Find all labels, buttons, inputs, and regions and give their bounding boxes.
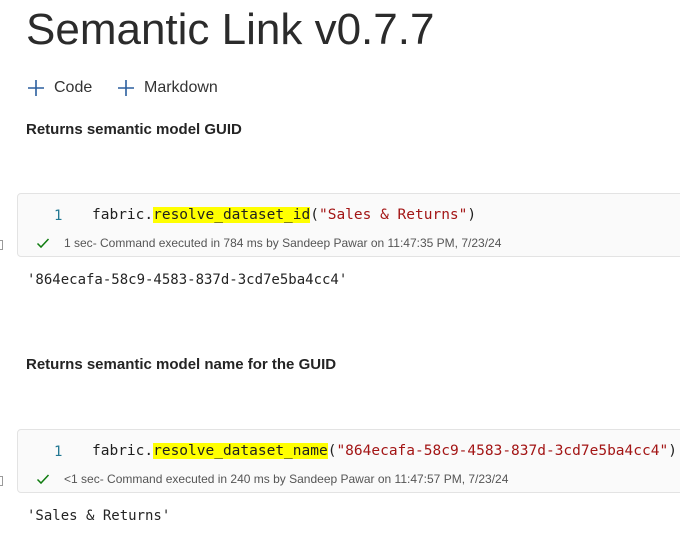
code-editor[interactable]: fabric.resolve_dataset_id("Sales & Retur… (92, 207, 476, 223)
execution-message: - Command executed in 240 ms by Sandeep … (99, 472, 509, 486)
notebook-title: Semantic Link v0.7.7 (26, 5, 435, 54)
open-paren: ( (310, 207, 319, 223)
open-paren: ( (327, 443, 337, 459)
plus-icon (118, 80, 134, 96)
string-argument: "Sales & Returns" (318, 207, 468, 223)
markdown-heading: Returns semantic model name for the GUID (26, 356, 337, 373)
close-paren: ) (467, 207, 477, 223)
cell-output: 'Sales & Returns' (27, 508, 171, 524)
add-markdown-cell-button[interactable]: Markdown (116, 76, 218, 100)
function-name: resolve_dataset_name (153, 443, 328, 459)
execution-status: 1 sec - Command executed in 784 ms by Sa… (36, 236, 501, 250)
line-number: 1 (54, 444, 63, 460)
string-argument: "864ecafa-58c9-4583-837d-3cd7e5ba4cc4" (336, 443, 669, 459)
code-cell[interactable]: 1 fabric.resolve_dataset_name("864ecafa-… (17, 429, 680, 493)
markdown-heading: Returns semantic model GUID (26, 121, 242, 138)
cell-collapse-handle[interactable] (0, 240, 3, 250)
execution-duration: 1 sec (64, 236, 93, 250)
add-code-cell-button[interactable]: Code (26, 76, 92, 100)
line-number: 1 (54, 208, 63, 224)
code-cell[interactable]: 1 fabric.resolve_dataset_id("Sales & Ret… (17, 193, 680, 257)
execution-message: - Command executed in 784 ms by Sandeep … (92, 236, 502, 250)
code-editor[interactable]: fabric.resolve_dataset_name("864ecafa-58… (92, 443, 677, 459)
check-icon (36, 474, 50, 485)
cell-collapse-handle[interactable] (0, 476, 3, 486)
check-icon (36, 238, 50, 249)
function-name: resolve_dataset_id (153, 207, 311, 223)
code-prefix: fabric. (92, 443, 154, 459)
cell-output: '864ecafa-58c9-4583-837d-3cd7e5ba4cc4' (27, 272, 348, 288)
code-prefix: fabric. (92, 207, 154, 223)
add-markdown-label: Markdown (144, 79, 218, 96)
close-paren: ) (668, 443, 677, 459)
execution-duration: <1 sec (64, 472, 100, 486)
add-code-label: Code (54, 79, 93, 96)
execution-status: <1 sec - Command executed in 240 ms by S… (36, 472, 508, 486)
plus-icon (28, 80, 44, 96)
